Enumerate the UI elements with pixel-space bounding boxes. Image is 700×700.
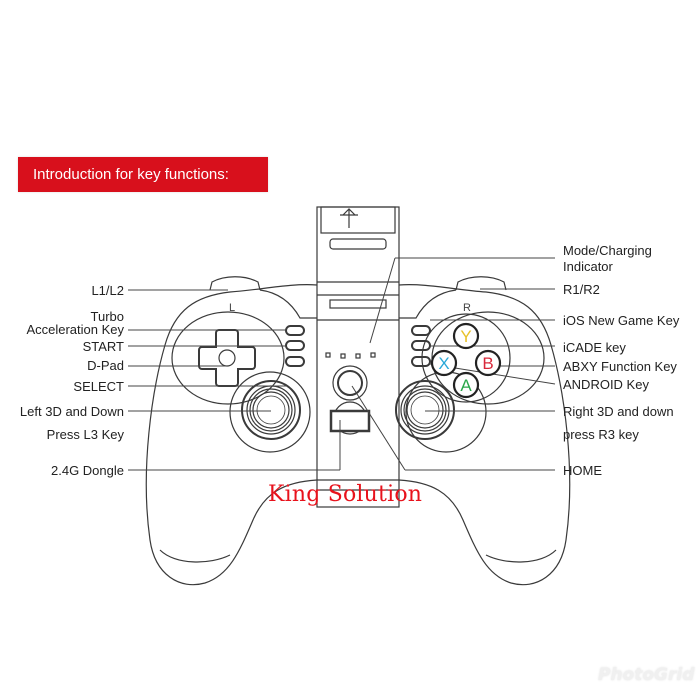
controller-body	[145, 276, 571, 586]
label-left-3d-line1: Left 3D and Down	[19, 404, 124, 419]
label-select: SELECT	[73, 379, 124, 394]
label-right-3d-line2: press R3 key	[563, 427, 639, 442]
label-r1-r2: R1/R2	[563, 282, 600, 297]
photogrid-watermark: PhotoGrid	[598, 665, 695, 685]
svg-text:B: B	[482, 354, 493, 373]
button-y: Y	[452, 322, 480, 350]
shoulder-r-letter: R	[463, 302, 471, 314]
button-x: X	[430, 349, 458, 377]
button-a: A	[452, 371, 480, 399]
label-right-3d-line1: Right 3D and down	[563, 404, 674, 419]
label-turbo-line1: Turbo	[90, 309, 124, 324]
svg-text:Y: Y	[460, 327, 471, 346]
right-stick	[395, 380, 455, 440]
label-turbo-line2: Acceleration Key	[26, 322, 124, 337]
svg-text:A: A	[460, 376, 472, 395]
label-start: START	[82, 339, 124, 354]
left-stick	[241, 380, 301, 440]
phone-clamp	[316, 206, 400, 508]
svg-text:X: X	[438, 354, 449, 373]
dpad	[198, 329, 256, 387]
label-icade-key: iCADE key	[563, 340, 626, 355]
label-android-key: ANDROID Key	[563, 377, 649, 392]
label-dongle: 2.4G Dongle	[51, 463, 124, 478]
intro-banner: Introduction for key functions:	[18, 157, 268, 192]
shoulder-l-letter: L	[229, 302, 235, 314]
label-abxy-key: ABXY Function Key	[563, 359, 677, 374]
label-mode-line1: Mode/Charging	[563, 243, 652, 258]
label-home: HOME	[563, 463, 602, 478]
label-left-3d-line2: Press L3 Key	[46, 427, 124, 442]
button-b: B	[474, 349, 502, 377]
banner-title: Introduction for key functions:	[33, 166, 229, 183]
label-ios-key: iOS New Game Key	[563, 313, 680, 328]
label-mode-line2: Indicator	[563, 259, 613, 274]
brand-watermark: King Solution	[268, 482, 423, 507]
label-l1-l2: L1/L2	[91, 283, 124, 298]
label-dpad: D-Pad	[87, 358, 124, 373]
